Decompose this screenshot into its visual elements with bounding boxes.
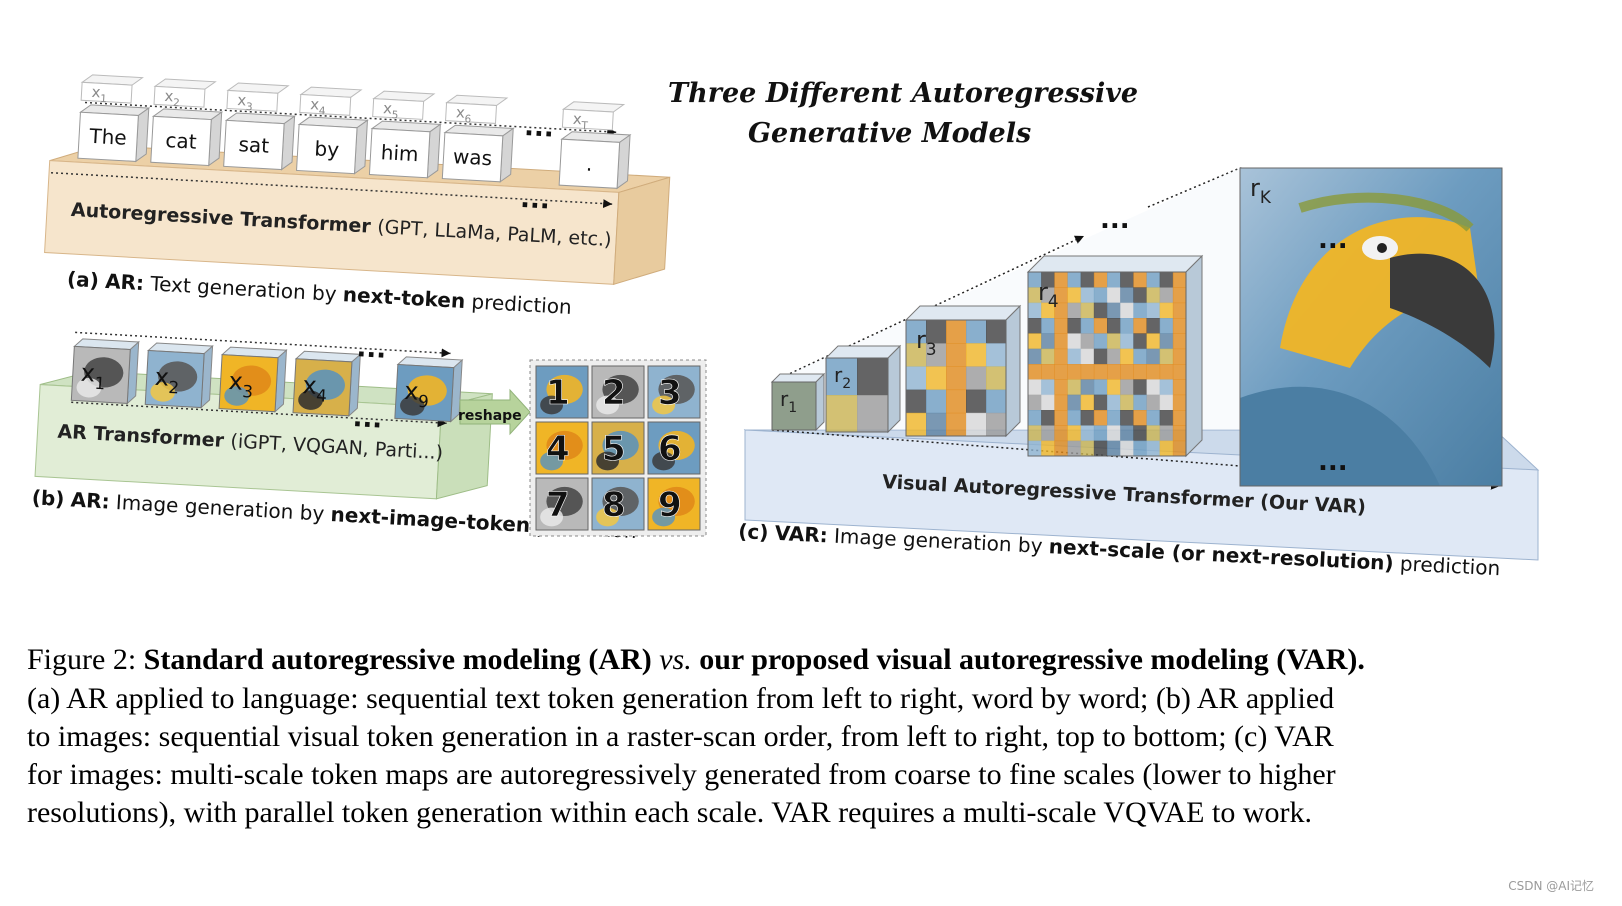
- figure-title-line-2: Generative Models: [748, 118, 1032, 149]
- grid-cell-number: 3: [658, 373, 682, 413]
- grid-cell: 3: [647, 365, 701, 419]
- scale-label: rK: [1250, 174, 1272, 207]
- grid-cell-number: 9: [658, 485, 682, 525]
- grid-cell-number: 1: [546, 373, 570, 413]
- text-token: x4 by: [296, 86, 369, 175]
- grid-cell: 1: [535, 365, 589, 419]
- token-word: The: [88, 124, 127, 150]
- panel-c: Visual Autoregressive Transformer (Our V…: [738, 167, 1540, 580]
- caption-line-4: for images: multi-scale token maps are a…: [27, 758, 1336, 791]
- grid-cell: 9: [647, 477, 701, 531]
- image-token: x4: [292, 350, 362, 418]
- ar-image-ellipsis-top: ...: [356, 333, 387, 365]
- grid-cell: 2: [591, 365, 645, 419]
- token-word: him: [380, 140, 419, 166]
- grid-cell-number: 5: [602, 429, 626, 469]
- var-ellipsis-bottom: ...: [1318, 447, 1348, 477]
- token-word: cat: [165, 128, 198, 154]
- token-word: .: [586, 152, 594, 176]
- image-token-variable: x9: [403, 377, 430, 412]
- scale-map: r3: [904, 304, 1022, 438]
- var-ellipsis-mid: ...: [1318, 225, 1348, 255]
- text-token: x2 cat: [150, 78, 224, 167]
- caption-line-2: (a) AR applied to language: sequential t…: [27, 682, 1335, 715]
- token-word: sat: [238, 132, 270, 158]
- scale-label: r4: [1038, 278, 1059, 311]
- ar-image-ellipsis-bottom: ...: [352, 403, 383, 435]
- var-ellipsis-top: ...: [1100, 205, 1130, 235]
- caption-line-3: to images: sequential visual token gener…: [27, 720, 1334, 753]
- token-variable: xT: [572, 110, 589, 132]
- grid-cell: 6: [647, 421, 701, 475]
- scale-map: r4: [1026, 254, 1204, 458]
- grid-cell: 4: [535, 421, 589, 475]
- image-token: x2: [144, 342, 214, 409]
- panel-b: AR Transformer (iGPT, VQGAN, Parti...) x…: [31, 331, 637, 543]
- image-token: x9: [394, 356, 464, 423]
- caption-label: Figure 2:: [27, 643, 137, 676]
- grid-cell-number: 7: [546, 485, 570, 525]
- scale-label: r1: [780, 387, 797, 416]
- grid-cell: 8: [591, 477, 645, 531]
- figure-illustration: Autoregressive Transformer (GPT, LLaMa, …: [31, 74, 1540, 580]
- scale-label: r3: [916, 326, 937, 359]
- image-token-variable: x2: [154, 363, 181, 398]
- caption-bold-2: our proposed visual autoregressive model…: [699, 643, 1365, 676]
- figure-title-line-1: Three Different Autoregressive: [668, 78, 1139, 109]
- image-token-variable: x3: [228, 367, 255, 402]
- token-variable: x6: [455, 103, 472, 125]
- token-word: was: [452, 144, 492, 170]
- ar-text-ellipsis-bottom: ...: [519, 184, 550, 216]
- grid-cell: 7: [535, 477, 589, 531]
- grid-cell-number: 4: [546, 429, 570, 469]
- grid-cell-number: 2: [602, 373, 626, 413]
- token-variable: x4: [310, 95, 327, 117]
- caption-vs: vs.: [659, 643, 692, 676]
- text-token: xT.: [558, 101, 632, 190]
- text-token: x5 him: [368, 90, 442, 179]
- reshape-label: reshape: [458, 408, 522, 424]
- grid-cell: 5: [591, 421, 645, 475]
- caption-line-1: Figure 2: Standard autoregressive modeli…: [27, 643, 1365, 677]
- scale-map: r2: [824, 344, 902, 434]
- token-variable: x5: [382, 99, 399, 121]
- panel-a: Autoregressive Transformer (GPT, LLaMa, …: [44, 74, 671, 319]
- token-variable: x1: [91, 83, 108, 105]
- watermark: CSDN @AI记忆: [1508, 879, 1594, 893]
- reshape-arrow: [459, 388, 531, 436]
- grid-cell-number: 8: [602, 485, 626, 525]
- token-variable: x3: [237, 91, 254, 113]
- image-token-variable: x1: [80, 359, 107, 394]
- token-variable: x2: [164, 87, 181, 109]
- caption-bold-1: Standard autoregressive modeling (AR): [143, 643, 652, 676]
- scale-label: r2: [834, 363, 851, 392]
- ar-text-ellipsis-top: ...: [523, 112, 554, 144]
- token-word: by: [314, 136, 340, 161]
- image-token: x1: [70, 338, 140, 405]
- image-token: x3: [218, 346, 288, 413]
- grid-cell-number: 6: [658, 429, 682, 469]
- ar-text-base-side: [613, 176, 671, 285]
- scale-map: r1: [770, 372, 826, 432]
- text-token: x6 was: [441, 94, 515, 183]
- caption-line-5: resolutions), with parallel token genera…: [27, 796, 1312, 829]
- text-token: x3 sat: [223, 82, 297, 171]
- scale-map: rK: [1239, 167, 1503, 487]
- image-token-variable: x4: [301, 371, 328, 406]
